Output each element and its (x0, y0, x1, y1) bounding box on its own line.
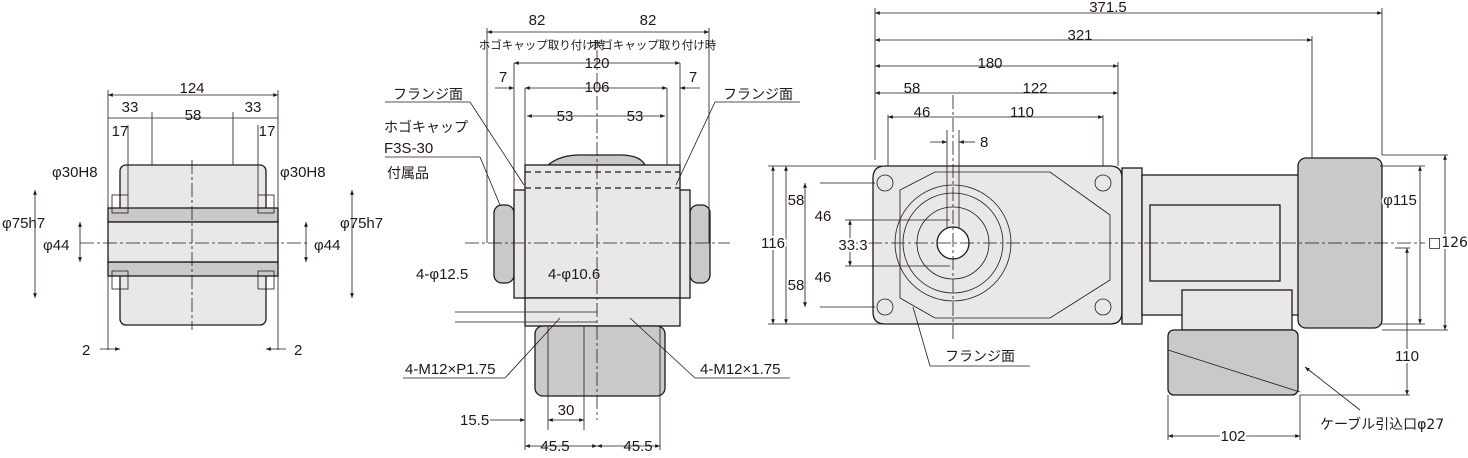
protective-cap-right (689, 204, 711, 284)
bearing-bottom-right (257, 270, 275, 290)
dim-15-5: 15.5 (460, 412, 489, 429)
inner-right-label: φ44 (314, 237, 340, 254)
dim-180: 180 (977, 55, 1002, 72)
top-cover (546, 154, 647, 166)
dim-53-left: 53 (557, 108, 574, 125)
dim-82-left: 82 (529, 12, 546, 29)
dim-58-bottom: 58 (788, 277, 805, 294)
dim-58-top: 58 (788, 192, 805, 209)
dim-82-right: 82 (640, 12, 657, 29)
dim-106: 106 (584, 79, 609, 96)
dim-45-5-left: 45.5 (540, 438, 569, 455)
terminal-box (1167, 329, 1299, 396)
inner-left-label: φ44 (43, 237, 69, 254)
outer-ring-bottom (107, 261, 279, 277)
outer-ring-top (107, 207, 279, 223)
thread-b-label: 4-M12×1.75 (700, 361, 780, 378)
left-view-section: 124 33 58 33 17 17 φ30H8 φ30H8 φ75h7 φ75… (2, 80, 383, 359)
dim-120: 120 (584, 55, 609, 72)
dim-30: 30 (558, 402, 575, 419)
middle-view-section: 82 82 ホゴキャップ取り付け時 ホゴキャップ取り付け時 120 7 7 10… (384, 12, 800, 455)
hole-b-label: 4-φ10.6 (548, 266, 600, 283)
mount-hole (1094, 174, 1112, 192)
dim-33-3: 33.3 (838, 237, 867, 254)
cap-label: ホゴキャップ (384, 119, 468, 136)
square-126-label: □126 (1428, 235, 1468, 251)
dim-58: 58 (185, 107, 202, 124)
dim-7-right: 7 (689, 69, 697, 86)
flange-face-label: フランジ面 (945, 349, 1015, 365)
gearbox-flange (872, 165, 1123, 325)
protective-cap-left (493, 204, 515, 284)
cable-inlet-label: ケーブル引込口φ27 (1320, 416, 1444, 433)
bearing-top-left (111, 194, 129, 214)
dim-116: 116 (761, 235, 785, 252)
dim-key-8: 8 (980, 134, 988, 151)
bore-right-label: φ30H8 (280, 164, 326, 181)
motor-diameter-label: φ115 (1383, 192, 1417, 209)
bore-left-label: φ30H8 (52, 164, 98, 181)
cap-accessory: 付属品 (387, 166, 429, 182)
dim-321: 321 (1067, 27, 1092, 44)
mount-hole (1094, 298, 1112, 316)
flange-face-right-label: フランジ面 (723, 87, 793, 103)
dim-46-bottom: 46 (815, 269, 832, 286)
dim-110-vertical: 110 (1395, 348, 1419, 365)
outer-right-label: φ75h7 (340, 215, 383, 232)
dim-102: 102 (1220, 428, 1245, 445)
mount-hole (876, 298, 894, 316)
dim-46-horizontal: 46 (914, 104, 931, 121)
right-view-section: 371.5 321 180 58 122 46 110 8 58 46 116 … (759, 0, 1468, 447)
dim-46-top: 46 (815, 208, 832, 225)
gap-left-label: 2 (82, 342, 90, 359)
dim-7-left: 7 (499, 69, 507, 86)
cap-note-left: ホゴキャップ取り付け時 (479, 38, 606, 52)
dim-110-horizontal: 110 (1010, 104, 1034, 121)
gearbox-core (524, 164, 681, 299)
bore (107, 221, 279, 263)
dim-17-left: 17 (112, 123, 129, 140)
terminal-box (534, 325, 666, 397)
dim-122: 122 (1022, 80, 1047, 97)
cap-note-right: ホゴキャップ取り付け時 (590, 38, 717, 52)
dim-58-horizontal: 58 (904, 80, 921, 97)
dim-17-right: 17 (259, 123, 276, 140)
gap-right-label: 2 (294, 342, 302, 359)
mount-hole (876, 174, 894, 192)
hole-a-label: 4-φ12.5 (416, 266, 468, 283)
dim-124: 124 (179, 80, 204, 97)
cap-model: F3S-30 (384, 140, 433, 157)
dim-45-5-right: 45.5 (623, 438, 652, 455)
thread-a-label: 4-M12×P1.75 (405, 361, 495, 378)
dim-371-5: 371.5 (1089, 0, 1127, 16)
dim-53-right: 53 (627, 108, 644, 125)
dim-33-right: 33 (245, 99, 262, 116)
flange-face-left-label: フランジ面 (393, 87, 463, 103)
terminal-box-base (1181, 289, 1293, 331)
motor-flange (1121, 167, 1143, 325)
bearing-top-right (257, 194, 275, 214)
dim-33-left: 33 (122, 99, 139, 116)
outer-left-label: φ75h7 (2, 215, 45, 232)
bearing-bottom-left (111, 270, 129, 290)
